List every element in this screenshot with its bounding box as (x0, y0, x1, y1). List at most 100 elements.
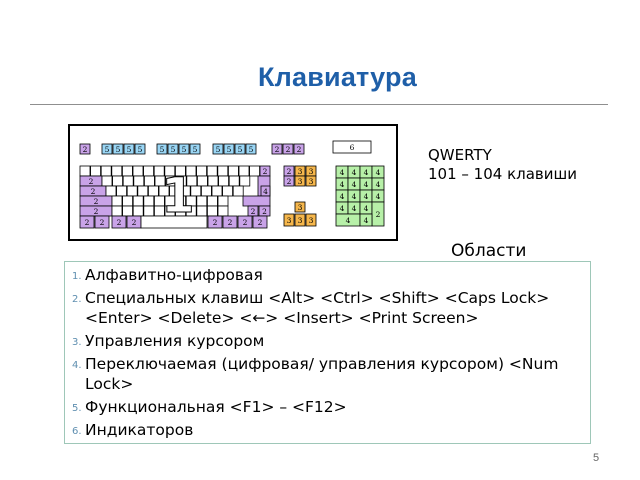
special-key-label: 2 (287, 167, 292, 176)
alnum-key (132, 195, 144, 207)
function-key (234, 143, 246, 155)
list-item-text: Специальных клавиш <Alt> <Ctrl> <Shift> … (85, 289, 550, 327)
alnum-key (126, 185, 138, 197)
function-key-label: 5 (127, 145, 132, 154)
alnum-key (122, 165, 133, 177)
alnum-key (132, 205, 144, 217)
alnum-key (228, 175, 240, 187)
special-key-label: 2 (263, 167, 268, 176)
function-key (134, 143, 146, 155)
alnum-key (196, 175, 208, 187)
numpad-key-label: 2 (376, 210, 381, 219)
function-key-label: 5 (105, 145, 110, 154)
list-item-number: 3. (72, 337, 82, 348)
numpad-key-label: 4 (376, 192, 381, 201)
function-key-label: 5 (227, 145, 232, 154)
cursor-key-label: 3 (287, 216, 292, 225)
cursor-key (294, 201, 306, 213)
function-key-label: 5 (238, 145, 243, 154)
numpad-key-label: 4 (364, 192, 369, 201)
numpad-key-label: 4 (352, 204, 357, 213)
alnum-key (133, 175, 145, 187)
cursor-key (294, 175, 306, 187)
function-key (123, 143, 135, 155)
alnum-key (206, 195, 218, 207)
function-key (156, 143, 168, 155)
alnum-key (206, 165, 218, 177)
list-item: 2.Специальных клавиш <Alt> <Ctrl> <Shift… (72, 288, 587, 328)
special-key (79, 215, 95, 229)
alnum-key (218, 175, 230, 187)
alnum-key (143, 205, 155, 217)
special-key (207, 215, 223, 229)
special-key (271, 143, 283, 155)
cursor-key-label: 3 (298, 167, 303, 176)
numpad-key-label: 4 (352, 192, 357, 201)
alnum-key (227, 165, 239, 177)
special-key-label: 2 (94, 207, 99, 216)
alnum-key (111, 195, 123, 207)
function-key-label: 5 (138, 145, 143, 154)
list-item-text: Функциональная <F1> – <F12> (85, 398, 347, 416)
special-key-label: 2 (85, 218, 90, 227)
cursor-key (305, 175, 317, 187)
list-item: 5.Функциональная <F1> – <F12> (72, 397, 587, 417)
alnum-key (222, 185, 234, 197)
alnum-key (101, 175, 113, 187)
numpad-key-label: 4 (364, 180, 369, 189)
special-key-label: 2 (91, 187, 96, 196)
list-item: 6.Индикаторов (72, 420, 587, 440)
alnum-key (144, 175, 155, 187)
alnum-key (196, 205, 208, 217)
title-divider (30, 104, 608, 105)
alnum-key (207, 175, 219, 187)
alnum-key (239, 175, 251, 187)
cursor-key (305, 213, 317, 227)
function-key (101, 143, 113, 155)
function-key (167, 143, 179, 155)
special-key-label: 2 (258, 218, 263, 227)
alnum-key (211, 185, 223, 197)
alnum-key (122, 175, 134, 187)
alnum-key (249, 165, 261, 177)
list-item: 1.Алфавитно-цифровая (72, 265, 587, 285)
alnum-key (217, 195, 229, 207)
list-item-number: 2. (72, 294, 82, 305)
alnum-key (112, 175, 123, 187)
indicators-key (332, 140, 372, 154)
alnum-key (196, 165, 208, 177)
numpad-key-label: 4 (352, 168, 357, 177)
special-key-label: 2 (132, 218, 137, 227)
function-key-label: 5 (216, 145, 221, 154)
numpad-key-label: 4 (364, 168, 369, 177)
special-key-label: 2 (275, 145, 280, 154)
areas-panel (64, 261, 591, 444)
special-key (94, 215, 110, 229)
cursor-key-label: 3 (298, 216, 303, 225)
cursor-key (294, 213, 306, 227)
list-item-number: 6. (72, 426, 82, 437)
function-key-label: 5 (182, 145, 187, 154)
cursor-key-label: 3 (309, 216, 314, 225)
function-key-label: 5 (116, 145, 121, 154)
keyboard-info: QWERTY 101 – 104 клавиши (428, 146, 577, 184)
alnum-key (116, 185, 127, 197)
special-key-label: 2 (243, 218, 248, 227)
special-key-label: 2 (262, 207, 267, 216)
page-number: 5 (593, 452, 600, 464)
special-key-label: 2 (100, 218, 105, 227)
special-key (242, 195, 271, 207)
alnum-key (79, 165, 91, 177)
alnum-key (206, 205, 218, 217)
list-item-text: Переключаемая (цифровая/ управления курс… (85, 355, 559, 393)
special-key-label: 2 (251, 207, 256, 216)
numpad-key-label: 4 (340, 168, 345, 177)
special-key (293, 143, 305, 155)
list-item: 4.Переключаемая (цифровая/ управления ку… (72, 354, 587, 394)
list-item-text: Управления курсором (85, 332, 265, 350)
cursor-key (283, 213, 295, 227)
numpad-key-label: 4 (352, 180, 357, 189)
function-key-label: 5 (160, 145, 165, 154)
areas-caption: Области (446, 241, 532, 261)
